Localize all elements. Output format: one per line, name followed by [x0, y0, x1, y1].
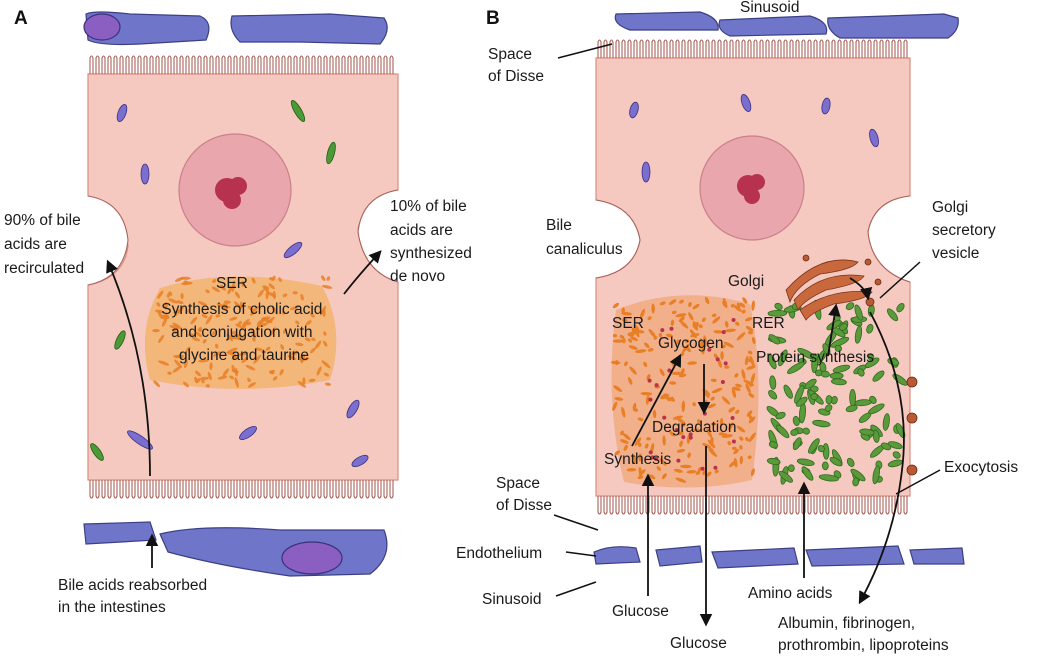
panel-a-ser-label: SER	[216, 275, 248, 292]
panel-b-endothelium-label: Endothelium	[456, 545, 542, 562]
panel-b-amino-acids-label: Amino acids	[748, 585, 833, 602]
panel-a: A	[4, 8, 476, 616]
panel-b-golgi-vesicle-leader	[879, 261, 921, 299]
panel-a-bile-canaliculus-right	[357, 189, 399, 283]
panel-b-space-of-disse-bottom-label: Space of Disse	[496, 475, 552, 514]
panel-b-exocytosis-leader	[895, 469, 941, 495]
panel-b-microvilli-bottom	[597, 496, 908, 515]
panel-b-hepatocyte	[595, 39, 918, 515]
panel-b-rer	[766, 299, 908, 487]
panel-b-nucleolus	[737, 174, 765, 204]
panel-a-reabsorbed-label: Bile acids reabsorbed in the intestines	[58, 577, 211, 616]
panel-b-degradation-label: Degradation	[652, 419, 736, 436]
panel-b-mitochondria	[629, 94, 879, 183]
panel-b-space-of-disse-top-label: Space of Disse	[488, 46, 544, 85]
panel-a-nucleolus	[215, 177, 247, 209]
panel-a-letter: A	[14, 8, 28, 29]
panel-b-ser-label: SER	[612, 315, 644, 332]
panel-b-sinusoid-bottom-label: Sinusoid	[482, 591, 541, 608]
panel-b-space-of-disse-bottom-leader	[553, 514, 599, 531]
panel-b-protein-synthesis-label: Protein synthesis	[756, 349, 874, 366]
panel-a-ser	[144, 275, 337, 389]
panel-b-glucose-out-label: Glucose	[670, 635, 727, 652]
panel-b-glucose-in-label: Glucose	[612, 603, 669, 620]
panel-b-bottom-endothelium	[593, 545, 965, 569]
panel-a-bile-canaliculus-left	[87, 195, 129, 286]
panel-b-sinusoid-bottom-leader	[555, 581, 597, 597]
panel-a-bottom-endothelium	[83, 521, 388, 577]
panel-a-hepatocyte	[87, 55, 399, 499]
panel-b-ser	[610, 295, 759, 488]
panel-b-endothelium-leader	[565, 551, 597, 557]
panel-b-golgi-label: Golgi	[728, 273, 764, 290]
panel-a-top-endothelium	[83, 11, 388, 46]
panel-b-synthesis-label: Synthesis	[604, 451, 671, 468]
panel-b-exocytosis-label: Exocytosis	[944, 459, 1018, 476]
panel-b-bile-canaliculus-left	[595, 199, 641, 279]
panel-a-mitochondria	[90, 100, 369, 468]
panel-b-glycogen-label: Glycogen	[658, 335, 723, 352]
panel-a-microvilli-bottom	[89, 480, 394, 499]
panel-b-golgi-vesicle-label: Golgi secretory vesicle	[932, 199, 1000, 262]
panel-a-ser-description: Synthesis of cholic acid and conjugation…	[161, 301, 326, 364]
panel-a-de-novo-label: 10% of bile acids are synthesized de nov…	[390, 198, 476, 285]
panel-b-top-endothelium	[614, 11, 959, 39]
panel-b-golgi-to-vesicle-arrow	[849, 277, 873, 301]
panel-b-space-of-disse-top-leader	[557, 43, 613, 59]
panel-b-sinusoid-top-label: Sinusoid	[740, 0, 799, 16]
panel-b: B	[456, 0, 1018, 654]
panel-b-bile-canaliculus-right	[867, 195, 911, 283]
panel-b-secretion-arrow	[858, 311, 905, 605]
panel-a-recirculation-arrow	[106, 259, 151, 477]
panel-a-microvilli-top	[89, 55, 394, 74]
panel-b-letter: B	[486, 8, 500, 29]
panel-b-golgi	[785, 254, 882, 321]
panel-b-protein-synthesis-arrow	[827, 303, 841, 357]
panel-b-bile-canaliculus-label: Bile canaliculus	[546, 217, 623, 258]
panel-a-recirculated-label: 90% of bile acids are recirculated	[4, 212, 85, 277]
panel-a-de-novo-arrow	[343, 250, 382, 295]
panel-b-glucose-synthesis-arrow	[631, 353, 682, 447]
panel-b-rer-label: RER	[752, 315, 785, 332]
panel-b-microvilli-top	[597, 39, 908, 58]
panel-b-plasma-proteins-label: Albumin, fibrinogen, prothrombin, lipopr…	[778, 615, 949, 654]
